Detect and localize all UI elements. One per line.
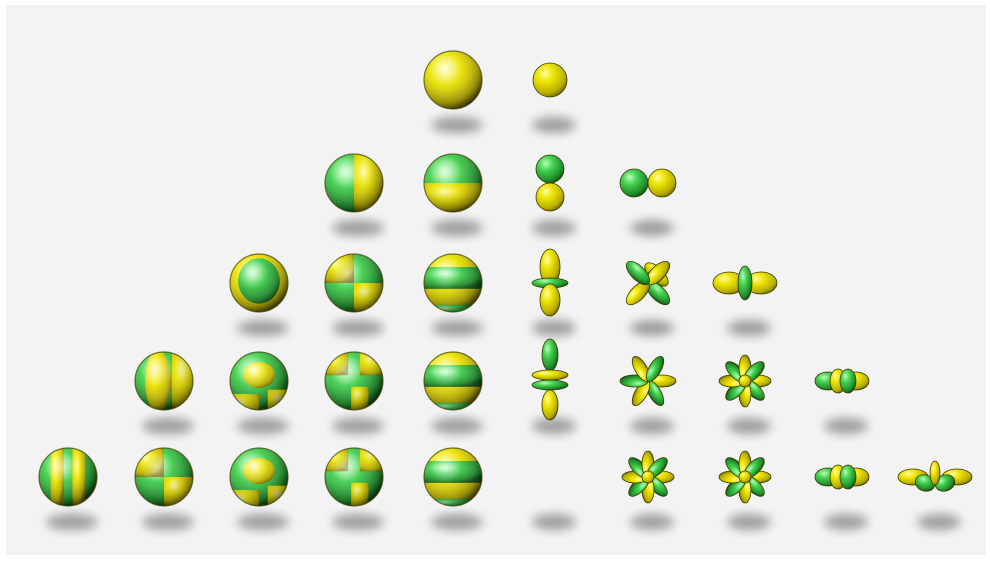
harmonic-lobe-shape (719, 451, 771, 503)
drop-shadow (824, 514, 868, 530)
drop-shadow (630, 320, 674, 336)
drop-shadow (630, 514, 674, 530)
drop-shadow (431, 418, 483, 434)
harmonic-sphere (325, 154, 383, 212)
harmonic-sphere (230, 254, 288, 312)
harmonic-lobe-shape (815, 465, 869, 489)
drop-shadow (431, 514, 483, 530)
drop-shadow (431, 117, 483, 133)
drop-shadow (332, 320, 384, 336)
drop-shadow (630, 220, 674, 236)
harmonic-sphere (39, 448, 97, 506)
drop-shadow (630, 418, 674, 434)
harmonic-sphere (325, 254, 383, 312)
drop-shadow (237, 418, 289, 434)
drop-shadow (431, 320, 483, 336)
drop-shadow (142, 418, 194, 434)
harmonic-lobe-shape (719, 355, 771, 407)
drop-shadow (237, 514, 289, 530)
drop-shadow (332, 514, 384, 530)
drop-shadow (532, 418, 576, 434)
harmonic-lobe-shape (622, 451, 674, 503)
drop-shadow (431, 220, 483, 236)
drop-shadow (237, 320, 289, 336)
drop-shadow (332, 418, 384, 434)
drop-shadow (532, 117, 576, 133)
drop-shadow (532, 220, 576, 236)
drop-shadow (727, 320, 771, 336)
drop-shadow (532, 320, 576, 336)
drop-shadow (532, 514, 576, 530)
drop-shadow (142, 514, 194, 530)
drop-shadow (727, 514, 771, 530)
drop-shadow (727, 418, 771, 434)
harmonic-sphere (424, 154, 482, 212)
harmonic-lobe-shape (815, 369, 869, 393)
drop-shadow (332, 220, 384, 236)
harmonic-sphere (424, 51, 482, 109)
drop-shadow (46, 514, 98, 530)
harmonic-sphere (135, 448, 193, 506)
harmonic-lobe-shape (533, 63, 567, 97)
drop-shadow (824, 418, 868, 434)
drop-shadow (917, 514, 961, 530)
